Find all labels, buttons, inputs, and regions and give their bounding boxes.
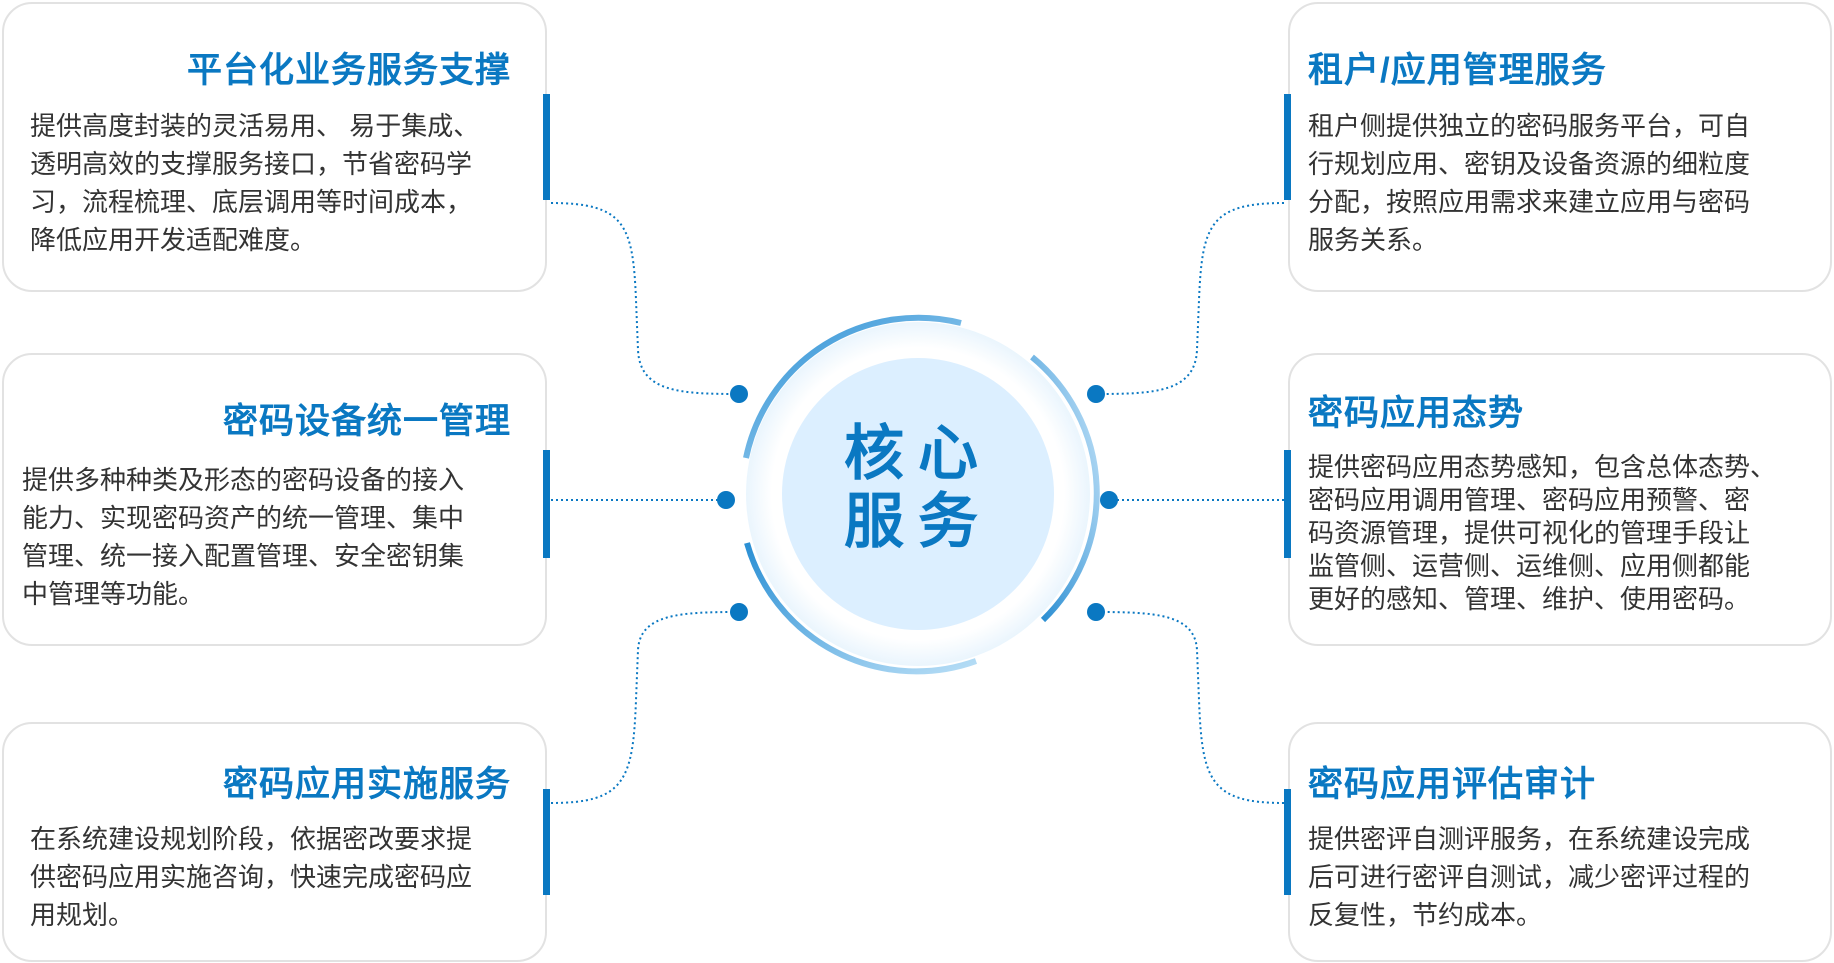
card-line: 提供密码应用态势感知，包含总体态势、 <box>1308 452 1777 482</box>
card-line: 服务关系。 <box>1308 225 1439 255</box>
card-evaluation-audit: 密码应用评估审计 提供密评自测评服务，在系统建设完成 后可进行密评自测试，减少密… <box>1288 722 1832 962</box>
card-body: 提供密评自测评服务，在系统建设完成 后可进行密评自测试，减少密评过程的 反复性，… <box>1308 820 1750 934</box>
card-line: 中管理等功能。 <box>22 579 205 609</box>
connector-dot <box>730 385 748 403</box>
connector-dot <box>1087 385 1105 403</box>
card-line: 能力、实现密码资产的统一管理、集中 <box>22 503 465 533</box>
accent-bar <box>543 94 550 200</box>
card-line: 行规划应用、密钥及设备资源的细粒度 <box>1308 149 1751 179</box>
card-line: 提供多种种类及形态的密码设备的接入 <box>22 465 465 495</box>
connector-line <box>1095 611 1285 804</box>
connector-line <box>1095 202 1285 395</box>
card-line: 降低应用开发适配难度。 <box>30 225 317 255</box>
card-title: 平台化业务服务支撑 <box>186 51 511 90</box>
core-ring-arc <box>1030 354 1100 623</box>
card-line: 反复性，节约成本。 <box>1308 900 1543 930</box>
connector-dot <box>717 491 735 509</box>
card-line: 更好的感知、管理、维护、使用密码。 <box>1308 584 1751 614</box>
card-line: 后可进行密评自测试，减少密评过程的 <box>1308 862 1751 892</box>
card-title: 租户/应用管理服务 <box>1308 51 1607 90</box>
accent-bar <box>1284 94 1291 200</box>
card-platform-service: 平台化业务服务支撑 提供高度封装的灵活易用、 易于集成、 透明高效的支撑服务接口… <box>2 2 547 292</box>
connector-line <box>550 202 740 395</box>
core-disc <box>782 358 1054 630</box>
card-line: 提供高度封装的灵活易用、 易于集成、 <box>30 111 480 141</box>
card-title: 密码应用实施服务 <box>222 765 511 804</box>
connector-dot <box>1100 491 1118 509</box>
card-implementation-service: 密码应用实施服务 在系统建设规划阶段，依据密改要求提 供密码应用实施咨询，快速完… <box>2 722 547 962</box>
card-line: 码资源管理，提供可视化的管理手段让 <box>1308 518 1751 548</box>
core-label-line1: 核心 <box>844 420 992 487</box>
card-device-management: 密码设备统一管理 提供多种种类及形态的密码设备的接入 能力、实现密码资产的统一管… <box>2 353 547 646</box>
card-body: 提供多种种类及形态的密码设备的接入 能力、实现密码资产的统一管理、集中 管理、统… <box>22 461 464 613</box>
card-body: 提供高度封装的灵活易用、 易于集成、 透明高效的支撑服务接口，节省密码学 习，流… <box>30 107 479 259</box>
card-line: 分配，按照应用需求来建立应用与密码 <box>1308 187 1751 217</box>
card-body: 提供密码应用态势感知，包含总体态势、 密码应用调用管理、密码应用预警、密 码资源… <box>1308 451 1776 616</box>
connector-dot <box>730 603 748 621</box>
core-service-label: 核心 服务 <box>781 420 1055 556</box>
connector-dot <box>1087 603 1105 621</box>
core-ring-arc <box>744 542 978 675</box>
core-ring-arc <box>743 314 962 459</box>
accent-bar <box>1284 450 1291 558</box>
card-body: 在系统建设规划阶段，依据密改要求提 供密码应用实施咨询，快速完成密码应 用规划。 <box>30 820 472 934</box>
card-application-situation: 密码应用态势 提供密码应用态势感知，包含总体态势、 密码应用调用管理、密码应用预… <box>1288 353 1832 646</box>
card-line: 租户侧提供独立的密码服务平台，可自 <box>1308 111 1751 141</box>
card-line: 习，流程梳理、底层调用等时间成本， <box>30 187 473 217</box>
card-line: 监管侧、运营侧、运维侧、应用侧都能 <box>1308 551 1751 581</box>
card-line: 用规划。 <box>30 900 135 930</box>
card-line: 管理、统一接入配置管理、安全密钥集 <box>22 541 465 571</box>
accent-bar <box>543 789 550 895</box>
card-title: 密码应用态势 <box>1308 394 1525 433</box>
card-body: 租户侧提供独立的密码服务平台，可自 行规划应用、密钥及设备资源的细粒度 分配，按… <box>1308 107 1750 259</box>
card-line: 密码应用调用管理、密码应用预警、密 <box>1308 485 1751 515</box>
accent-bar <box>1284 789 1291 895</box>
card-line: 供密码应用实施咨询，快速完成密码应 <box>30 862 473 892</box>
card-line: 透明高效的支撑服务接口，节省密码学 <box>30 149 473 179</box>
card-title: 密码设备统一管理 <box>222 402 511 441</box>
card-line: 在系统建设规划阶段，依据密改要求提 <box>30 824 473 854</box>
accent-bar <box>543 450 550 558</box>
card-line: 提供密评自测评服务，在系统建设完成 <box>1308 824 1751 854</box>
core-label-line2: 服务 <box>844 488 992 555</box>
card-title: 密码应用评估审计 <box>1308 765 1597 804</box>
card-tenant-management: 租户/应用管理服务 租户侧提供独立的密码服务平台，可自 行规划应用、密钥及设备资… <box>1288 2 1832 292</box>
connector-line <box>550 611 740 804</box>
